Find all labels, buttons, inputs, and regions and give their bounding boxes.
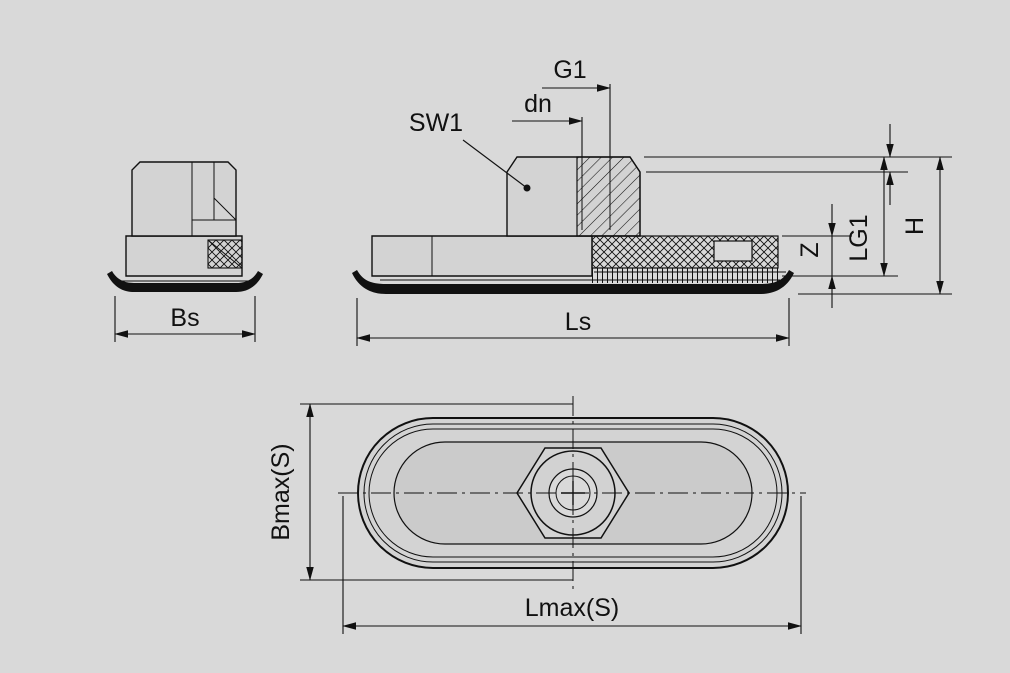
sw1-leader-dot (523, 184, 531, 192)
vacuum-channel (713, 240, 753, 262)
right-extension-lines (644, 156, 952, 295)
lip-detail-lines (380, 271, 786, 281)
label-ls: Ls (565, 308, 591, 336)
small-view-sealing-lip (107, 271, 263, 292)
side-view-main: G1 dn SW1 Ls Z LG1 H (352, 56, 952, 346)
side-view-small: Bs (107, 161, 263, 342)
plan-view: Bmax(S) Lmax(S) (267, 396, 806, 634)
lmax-extension-lines (342, 496, 802, 634)
label-g1: G1 (553, 56, 586, 84)
suction-plate (371, 235, 593, 277)
label-lg1: LG1 (845, 214, 873, 261)
small-view-detail-lines (191, 162, 237, 236)
label-bmax: Bmax(S) (267, 443, 295, 540)
bmax-extension-lines (300, 403, 573, 581)
label-bs: Bs (170, 304, 199, 332)
small-view-fitting-body (131, 161, 237, 237)
sw1-leader (462, 139, 528, 189)
small-view-clamp-diagonal (207, 239, 243, 269)
sealing-lip (352, 270, 794, 294)
label-h: H (901, 217, 929, 235)
label-z: Z (796, 242, 824, 257)
label-lmax: Lmax(S) (525, 594, 619, 622)
lip-section-band (592, 268, 778, 283)
thread-lines (581, 157, 611, 230)
label-dn: dn (524, 90, 552, 118)
fitting-section-hatched (576, 156, 641, 237)
label-sw1: SW1 (409, 109, 463, 137)
